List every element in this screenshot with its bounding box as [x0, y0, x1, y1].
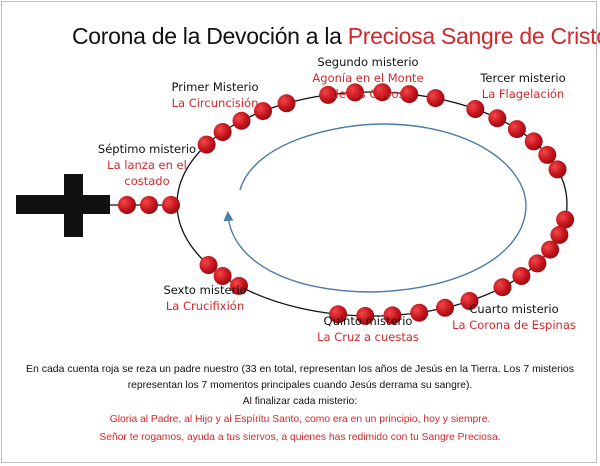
footer-prayer-1: Gloria al Padre, al Hijo y al Espíritu S…: [110, 414, 491, 425]
footer-line-1: En cada cuenta roja se reza un padre nue…: [26, 364, 574, 375]
bead-primero-3: [232, 111, 251, 130]
mystery-6-label: Sexto misterio: [163, 283, 246, 297]
bead-cuarto-5: [512, 267, 531, 285]
bead-segundo-3: [373, 83, 392, 102]
mystery-5: Quinto misterio La Cruz a cuestas: [317, 314, 419, 344]
bead-segundo-5: [426, 89, 445, 108]
bead-quinto-6: [329, 305, 348, 324]
mystery-6: Sexto misterio La Crucifixión: [163, 283, 246, 313]
mystery-2: Segundo misterio Agonía en el Monte de l…: [312, 55, 423, 101]
bead-cuarto-4: [528, 254, 547, 273]
bead-tercero-4: [524, 132, 543, 151]
bead-quinto-2: [436, 298, 454, 317]
bead-tercero-3: [507, 120, 526, 139]
bead-cuarto-1: [556, 210, 575, 229]
bead-quinto-5: [356, 306, 375, 325]
mystery-7-label: Séptimo misterio: [98, 142, 196, 156]
title-part1: Corona de la Devoción a la: [72, 23, 348, 49]
footer-prayer-2: Señor te rogamos, ayuda a tus siervos, a…: [99, 432, 500, 443]
bead-quinto-3: [410, 303, 429, 322]
bead-segundo-1: [319, 85, 338, 104]
bead-tercero-2: [488, 109, 507, 128]
bead-sexto-2: [213, 267, 232, 285]
bead-septimo-1: [118, 196, 136, 214]
bead-cuarto-6: [493, 278, 512, 297]
bead-segundo-4: [400, 85, 419, 104]
mystery-7-name-line2: costado: [124, 174, 169, 188]
bead-quinto-1: [460, 292, 479, 310]
mystery-6-name: La Crucifixión: [166, 299, 244, 313]
cross-icon: [16, 174, 110, 237]
mystery-2-name-line1: Agonía en el Monte: [312, 71, 423, 85]
page-title: Corona de la Devoción a la Preciosa Sang…: [72, 23, 600, 49]
footer: En cada cuenta roja se reza un padre nue…: [26, 364, 574, 443]
bead-sexto-1: [199, 256, 218, 274]
mystery-3: Tercer misterio La Flagelación: [479, 71, 565, 101]
bead-tercero-1: [466, 100, 485, 118]
bead-cuarto-3: [541, 240, 560, 259]
mystery-7-name-line1: La lanza en el: [107, 158, 187, 172]
mystery-1-label: Primer Misterio: [172, 80, 259, 94]
bead-primero-1: [197, 135, 216, 154]
bead-septimo-3: [162, 196, 180, 214]
mystery-2-label: Segundo misterio: [317, 55, 418, 69]
bead-primero-5: [277, 94, 296, 113]
mystery-1-name: La Circuncisión: [172, 96, 259, 110]
direction-arrow: [223, 123, 527, 293]
footer-line-3: Al finalizar cada misterio:: [243, 396, 357, 407]
mystery-5-label: Quinto misterio: [324, 314, 413, 328]
mystery-1: Primer Misterio La Circuncisión: [172, 80, 259, 110]
mystery-3-name: La Flagelación: [482, 87, 564, 101]
footer-line-2: representan los 7 momentos principales c…: [128, 380, 473, 391]
mystery-5-name: La Cruz a cuestas: [317, 330, 419, 344]
bead-septimo-2: [140, 196, 158, 214]
bead-primero-2: [213, 123, 232, 141]
bead-sexto-3: [230, 276, 248, 295]
bead-segundo-2: [346, 83, 364, 102]
bead-primero-4: [254, 102, 272, 121]
mystery-4-label: Cuarto misterio: [469, 302, 558, 316]
bead-tercero-5: [538, 145, 557, 164]
bead-quinto-4: [383, 306, 402, 325]
bead-group: [118, 83, 575, 325]
title-part2: Preciosa Sangre de Cristo: [348, 23, 600, 49]
bead-tercero-6: [548, 160, 567, 179]
bead-cuarto-2: [550, 225, 569, 244]
mystery-2-name-line2: de los Olivos: [331, 87, 404, 101]
mystery-4: Cuarto misterio La Corona de Espinas: [452, 302, 576, 332]
mystery-4-name: La Corona de Espinas: [452, 318, 576, 332]
mystery-7: Séptimo misterio La lanza en el costado: [98, 142, 196, 188]
mystery-3-label: Tercer misterio: [479, 71, 565, 85]
